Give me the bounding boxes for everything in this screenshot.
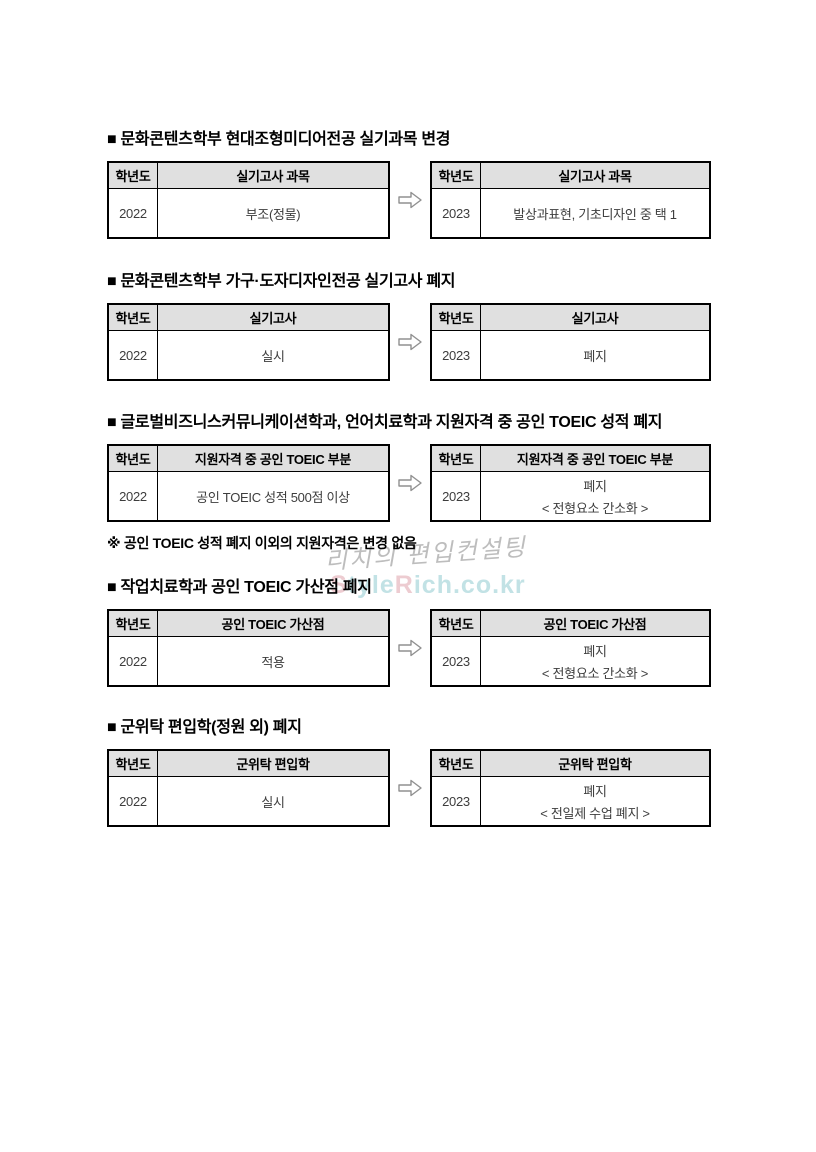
year-header-cell: 학년도 bbox=[430, 609, 481, 637]
column-header-cell: 군위탁 편입학 bbox=[157, 749, 390, 777]
value-text: 공인 TOEIC 성적 500점 이상 bbox=[196, 489, 350, 505]
column-header-cell: 실기고사 과목 bbox=[480, 161, 711, 189]
comparison-row: 학년도 실기고사 과목 2022 부조(정물) 학년도 실기고사 과목 2023 bbox=[107, 161, 711, 239]
section-toeic-bonus-abolished: ■ 작업치료학과 공인 TOEIC 가산점 폐지 학년도 공인 TOEIC 가산… bbox=[107, 578, 711, 687]
value-text: 실시 bbox=[261, 348, 285, 364]
year-header-cell: 학년도 bbox=[430, 749, 481, 777]
value-cell: 폐지 < 전일제 수업 폐지 > bbox=[480, 776, 711, 827]
change-arrow-icon bbox=[390, 473, 430, 493]
year-cell: 2023 bbox=[430, 776, 481, 827]
change-arrow-icon bbox=[390, 332, 430, 352]
year-cell: 2022 bbox=[107, 330, 158, 381]
value-text: 부조(정물) bbox=[245, 206, 301, 222]
section-note: ※ 공인 TOEIC 성적 폐지 이외의 지원자격은 변경 없음 bbox=[107, 535, 417, 551]
section-practical-exam-abolished: ■ 문화콘텐츠학부 가구·도자디자인전공 실기고사 폐지 학년도 실기고사 20… bbox=[107, 272, 711, 381]
value-text: 폐지 bbox=[583, 348, 607, 364]
value-cell: 폐지 < 전형요소 간소화 > bbox=[480, 471, 711, 522]
section-practical-subject-change: ■ 문화콘텐츠학부 현대조형미디어전공 실기과목 변경 학년도 실기고사 과목 … bbox=[107, 130, 711, 239]
after-table: 학년도 군위탁 편입학 2023 폐지 < 전일제 수업 폐지 > bbox=[430, 749, 711, 827]
year-header-cell: 학년도 bbox=[107, 609, 158, 637]
year-cell: 2022 bbox=[107, 636, 158, 687]
year-header-cell: 학년도 bbox=[430, 444, 481, 472]
year-cell: 2023 bbox=[430, 471, 481, 522]
year-header-cell: 학년도 bbox=[430, 161, 481, 189]
year-cell: 2022 bbox=[107, 776, 158, 827]
section-heading: ■ 문화콘텐츠학부 현대조형미디어전공 실기과목 변경 bbox=[107, 131, 451, 148]
value-subtext: < 전일제 수업 폐지 > bbox=[540, 805, 650, 821]
after-table: 학년도 실기고사 과목 2023 발상과표현, 기초디자인 중 택 1 bbox=[430, 161, 711, 239]
value-text: 폐지 bbox=[583, 643, 607, 659]
after-table: 학년도 지원자격 중 공인 TOEIC 부분 2023 폐지 < 전형요소 간소화… bbox=[430, 444, 711, 522]
value-subtext: < 전형요소 간소화 > bbox=[541, 665, 649, 681]
section-military-transfer-abolished: ■ 군위탁 편입학(정원 외) 폐지 학년도 군위탁 편입학 2022 실시 학… bbox=[107, 718, 711, 827]
value-cell: 적용 bbox=[157, 636, 390, 687]
value-cell: 실시 bbox=[157, 330, 390, 381]
column-header-cell: 실기고사 bbox=[480, 303, 711, 331]
watermark-url-part: R bbox=[394, 571, 414, 599]
value-text: 실시 bbox=[261, 794, 285, 810]
section-toeic-requirement-abolished: ■ 글로벌비즈니스커뮤니케이션학과, 언어치료학과 지원자격 중 공인 TOEI… bbox=[107, 413, 711, 553]
comparison-row: 학년도 실기고사 2022 실시 학년도 실기고사 2023 폐지 bbox=[107, 303, 711, 381]
section-heading: ■ 작업치료학과 공인 TOEIC 가산점 폐지 bbox=[107, 579, 372, 596]
change-arrow-icon bbox=[390, 638, 430, 658]
year-header-cell: 학년도 bbox=[107, 303, 158, 331]
column-header-cell: 지원자격 중 공인 TOEIC 부분 bbox=[480, 444, 711, 472]
before-table: 학년도 실기고사 2022 실시 bbox=[107, 303, 390, 381]
column-header-cell: 공인 TOEIC 가산점 bbox=[157, 609, 390, 637]
before-table: 학년도 지원자격 중 공인 TOEIC 부분 2022 공인 TOEIC 성적 … bbox=[107, 444, 390, 522]
year-cell: 2023 bbox=[430, 636, 481, 687]
section-heading: ■ 글로벌비즈니스커뮤니케이션학과, 언어치료학과 지원자격 중 공인 TOEI… bbox=[107, 414, 663, 431]
year-header-cell: 학년도 bbox=[107, 749, 158, 777]
column-header-cell: 실기고사 bbox=[157, 303, 390, 331]
value-text: 발상과표현, 기초디자인 중 택 1 bbox=[513, 206, 677, 222]
year-cell: 2023 bbox=[430, 188, 481, 239]
year-header-cell: 학년도 bbox=[430, 303, 481, 331]
comparison-row: 학년도 지원자격 중 공인 TOEIC 부분 2022 공인 TOEIC 성적 … bbox=[107, 444, 711, 522]
year-cell: 2022 bbox=[107, 471, 158, 522]
year-cell: 2023 bbox=[430, 330, 481, 381]
after-table: 학년도 실기고사 2023 폐지 bbox=[430, 303, 711, 381]
value-subtext: < 전형요소 간소화 > bbox=[541, 500, 649, 516]
comparison-row: 학년도 군위탁 편입학 2022 실시 학년도 군위탁 편입학 2023 폐지 bbox=[107, 749, 711, 827]
column-header-cell: 실기고사 과목 bbox=[157, 161, 390, 189]
watermark-url: StyleRich.co.kr bbox=[330, 571, 526, 600]
value-cell: 폐지 bbox=[480, 330, 711, 381]
watermark-url-part: tyle bbox=[347, 571, 395, 599]
section-heading: ■ 문화콘텐츠학부 가구·도자디자인전공 실기고사 폐지 bbox=[107, 273, 456, 290]
before-table: 학년도 공인 TOEIC 가산점 2022 적용 bbox=[107, 609, 390, 687]
column-header-cell: 지원자격 중 공인 TOEIC 부분 bbox=[157, 444, 390, 472]
before-table: 학년도 군위탁 편입학 2022 실시 bbox=[107, 749, 390, 827]
value-cell: 폐지 < 전형요소 간소화 > bbox=[480, 636, 711, 687]
column-header-cell: 군위탁 편입학 bbox=[480, 749, 711, 777]
comparison-row: 학년도 공인 TOEIC 가산점 2022 적용 학년도 공인 TOEIC 가산… bbox=[107, 609, 711, 687]
before-table: 학년도 실기고사 과목 2022 부조(정물) bbox=[107, 161, 390, 239]
value-cell: 공인 TOEIC 성적 500점 이상 bbox=[157, 471, 390, 522]
after-table: 학년도 공인 TOEIC 가산점 2023 폐지 < 전형요소 간소화 > bbox=[430, 609, 711, 687]
watermark-url-part: S bbox=[330, 571, 348, 599]
value-cell: 부조(정물) bbox=[157, 188, 390, 239]
year-header-cell: 학년도 bbox=[107, 161, 158, 189]
value-text: 적용 bbox=[261, 654, 285, 670]
year-header-cell: 학년도 bbox=[107, 444, 158, 472]
column-header-cell: 공인 TOEIC 가산점 bbox=[480, 609, 711, 637]
watermark-url-part: ich.co.kr bbox=[413, 571, 526, 599]
change-arrow-icon bbox=[390, 190, 430, 210]
value-text: 폐지 bbox=[583, 783, 607, 799]
year-cell: 2022 bbox=[107, 188, 158, 239]
value-cell: 실시 bbox=[157, 776, 390, 827]
section-heading: ■ 군위탁 편입학(정원 외) 폐지 bbox=[107, 719, 302, 736]
change-arrow-icon bbox=[390, 778, 430, 798]
value-text: 폐지 bbox=[583, 478, 607, 494]
value-cell: 발상과표현, 기초디자인 중 택 1 bbox=[480, 188, 711, 239]
